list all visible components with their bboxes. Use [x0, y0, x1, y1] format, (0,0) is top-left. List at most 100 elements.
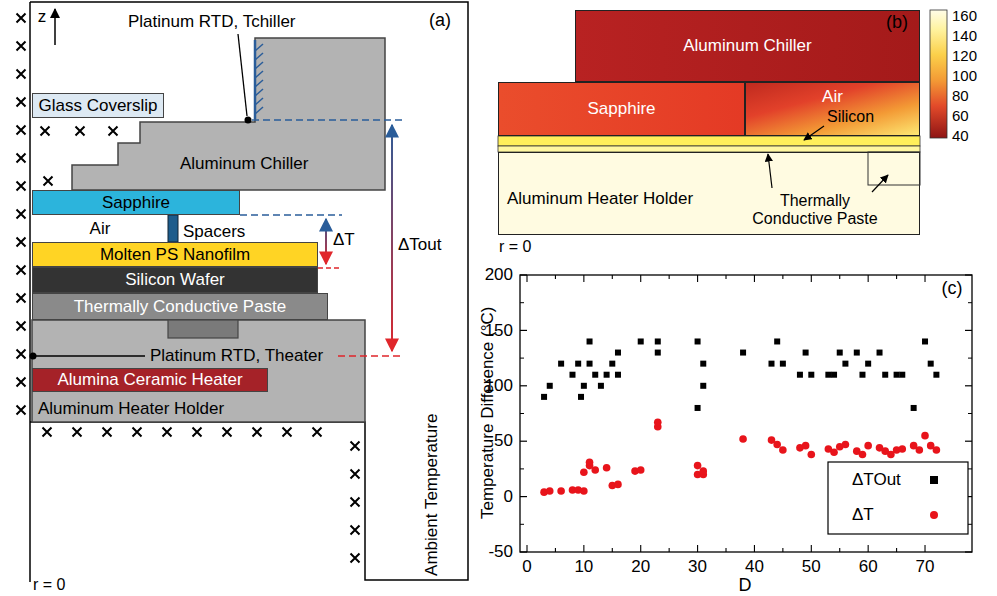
node-label: Thermally Conductive Paste — [74, 297, 287, 317]
data-point — [580, 468, 588, 476]
leader-arrow — [804, 126, 824, 140]
tick — [965, 330, 972, 331]
boundary-mark — [351, 498, 360, 507]
data-point — [592, 372, 598, 378]
boundary-mark — [313, 428, 322, 437]
data-point — [808, 372, 814, 378]
data-point — [694, 471, 702, 479]
data-point — [876, 444, 884, 452]
boundary-mark — [193, 428, 202, 437]
tick — [583, 275, 584, 282]
data-point — [842, 441, 850, 449]
tick — [782, 275, 783, 279]
data-point — [558, 361, 564, 367]
data-point — [740, 350, 746, 356]
data-point — [569, 372, 575, 378]
data-point — [933, 372, 939, 378]
boundary-mark — [133, 428, 142, 437]
tick — [924, 275, 925, 282]
data-point — [825, 372, 831, 378]
boundary-mark — [17, 238, 26, 247]
data-point — [797, 372, 803, 378]
paste-bump — [168, 320, 238, 338]
text-label: (b) — [886, 12, 908, 33]
text-label: -50 — [488, 542, 513, 562]
text-label: 80 — [952, 87, 969, 104]
dashed-line — [240, 214, 342, 216]
boundary-mark — [283, 428, 292, 437]
data-point — [773, 441, 781, 449]
data-point — [700, 361, 706, 367]
boundary-mark — [17, 42, 26, 51]
hatch-tick — [255, 44, 263, 51]
film-box: Molten PS Nanofilm — [32, 242, 318, 267]
boundary-mark — [109, 127, 118, 136]
data-point — [587, 338, 593, 344]
boundary-mark — [17, 266, 26, 275]
node-label: Aluminum Heater Holder — [507, 189, 693, 209]
silicon-band — [498, 136, 920, 146]
data-point — [831, 372, 837, 378]
data-point — [608, 482, 616, 490]
boundary-mark — [17, 210, 26, 219]
boundary-mark — [223, 428, 232, 437]
boundary-mark — [17, 98, 26, 107]
data-point — [604, 372, 610, 378]
leader-line — [238, 34, 247, 116]
data-point — [587, 361, 593, 367]
hatch-line — [254, 40, 257, 119]
legend-text: ΔTOut — [852, 470, 901, 490]
text-label: Platinum RTD, Theater — [150, 346, 323, 366]
boundary-mark — [43, 428, 52, 437]
boundary-mark — [17, 322, 26, 331]
minor-tick — [968, 302, 972, 303]
data-point — [887, 451, 895, 459]
text-label: 40 — [952, 127, 969, 144]
data-point — [859, 451, 867, 459]
data-point — [615, 350, 621, 356]
data-point — [853, 447, 861, 455]
data-point — [699, 471, 707, 479]
data-point — [694, 462, 702, 470]
data-point — [865, 361, 871, 367]
data-point — [842, 361, 848, 367]
tick — [965, 496, 972, 497]
hatch-tick — [255, 89, 263, 96]
data-point — [541, 394, 547, 400]
tick — [520, 441, 527, 442]
node-label: Air — [822, 87, 843, 107]
tick — [669, 548, 670, 552]
data-point — [591, 466, 599, 474]
data-point — [864, 442, 872, 450]
boundary-mark — [73, 428, 82, 437]
data-point — [877, 350, 883, 356]
text-label: Platinum RTD, Tchiller — [128, 12, 296, 32]
data-point — [774, 338, 780, 344]
boundary-mark — [351, 470, 360, 479]
data-point — [586, 458, 594, 466]
boundary-mark — [17, 70, 26, 79]
colorbar — [930, 10, 947, 138]
shape-fill — [32, 320, 365, 422]
shape-fill — [72, 38, 385, 190]
text-label: D — [739, 575, 752, 596]
minor-tick — [520, 302, 524, 303]
tick — [896, 275, 897, 279]
boundary-mark — [17, 154, 26, 163]
paste-patch — [868, 152, 920, 185]
text-label: 60 — [952, 107, 969, 124]
tick — [965, 551, 972, 552]
data-point — [695, 405, 701, 411]
minor-tick — [968, 524, 972, 525]
rtd-dot — [30, 353, 37, 360]
tick — [555, 275, 556, 279]
spacer-bar — [168, 215, 178, 242]
text-label: 140 — [952, 27, 977, 44]
boundary-mark — [17, 378, 26, 387]
dashed-line — [318, 267, 340, 269]
data-point — [780, 361, 786, 367]
data-point — [603, 464, 611, 472]
tick — [520, 330, 527, 331]
text-label: 10 — [574, 557, 593, 577]
legend-text: ΔT — [852, 505, 874, 525]
